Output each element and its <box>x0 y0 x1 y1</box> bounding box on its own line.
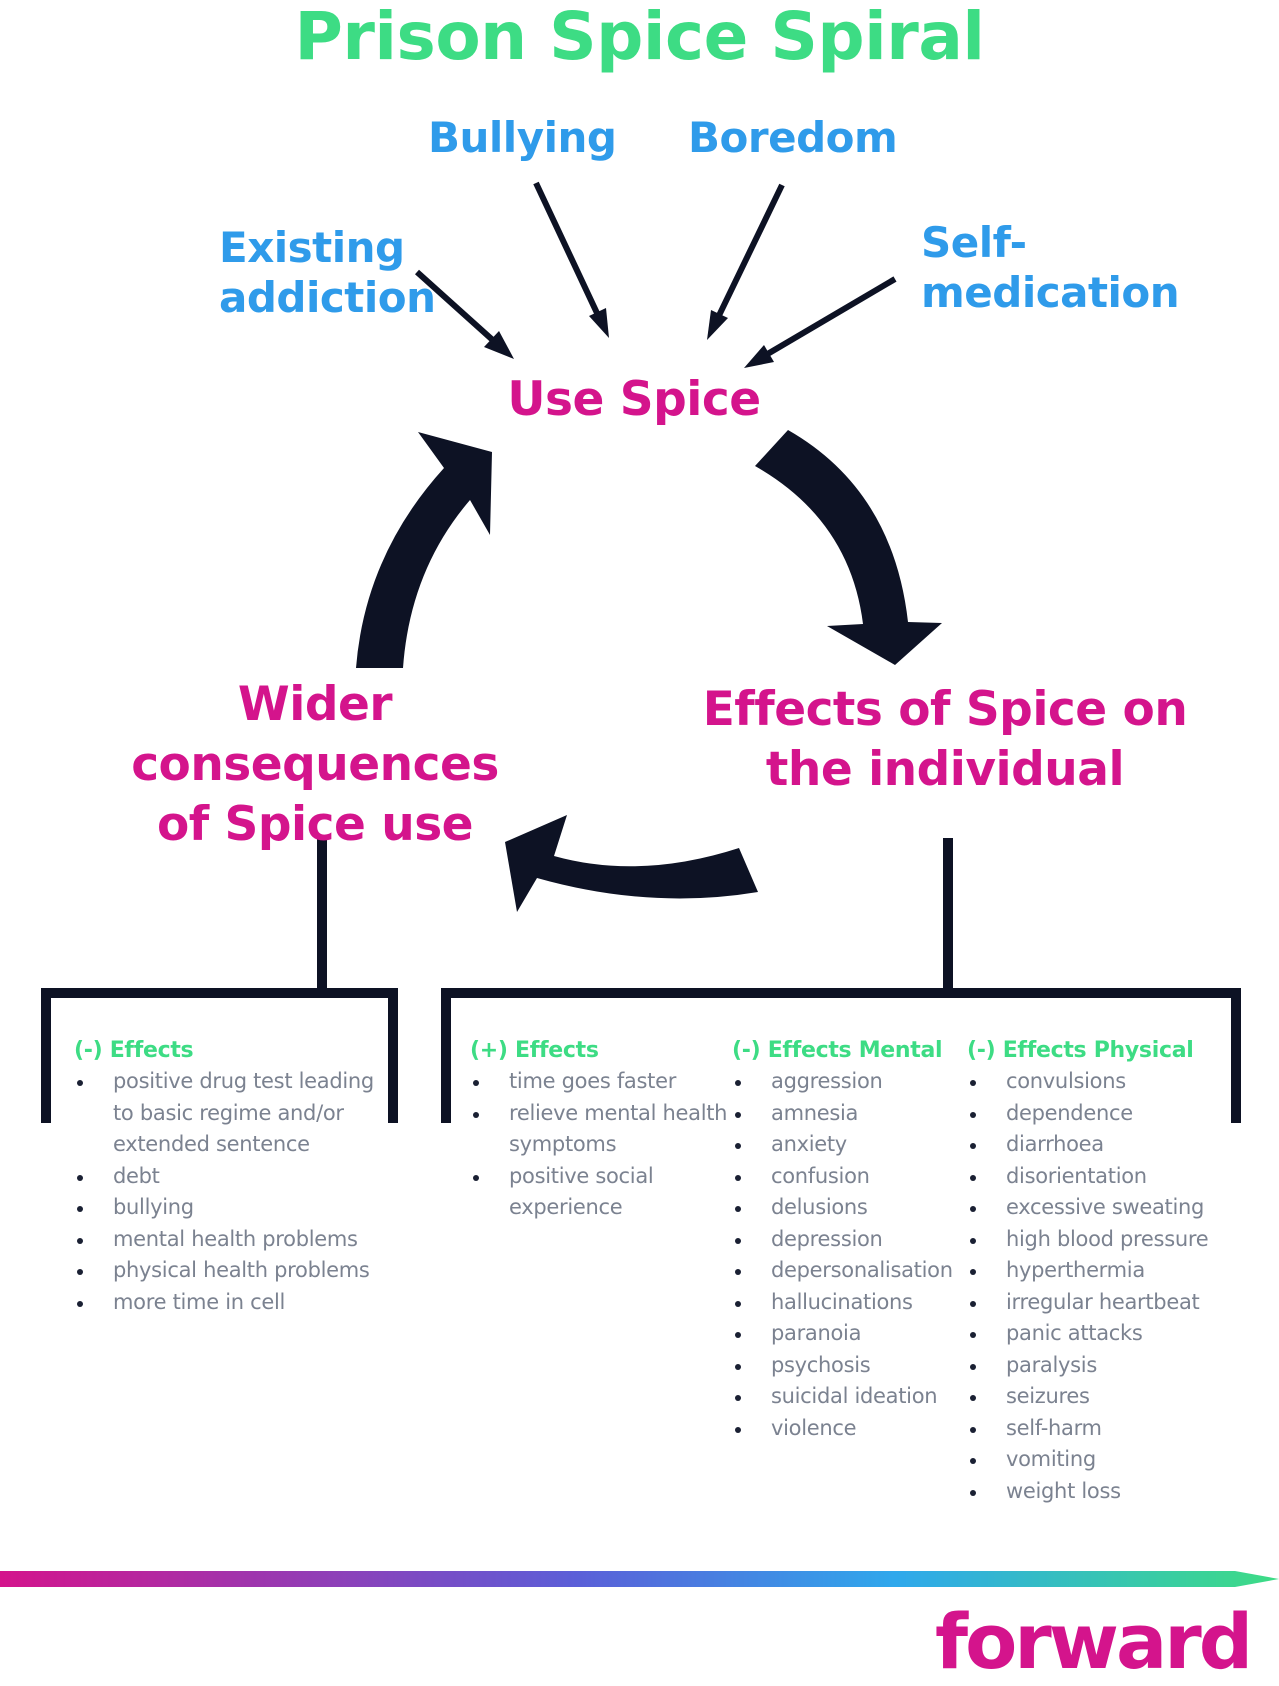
effect-item: bullying <box>74 1192 384 1224</box>
effect-item: paranoia <box>732 1318 962 1350</box>
cycle-arrows <box>356 430 942 912</box>
arrow-effects-to-wider <box>505 815 758 912</box>
effect-item: high blood pressure <box>967 1224 1237 1256</box>
effect-item: psychosis <box>732 1350 962 1382</box>
effect-item: confusion <box>732 1161 962 1193</box>
effect-item: hallucinations <box>732 1287 962 1319</box>
driver-boredom-label: Boredom <box>688 113 898 162</box>
effect-item: dependence <box>967 1098 1237 1130</box>
effect-item: panic attacks <box>967 1318 1237 1350</box>
effect-item: mental health problems <box>74 1224 384 1256</box>
effect-item: depression <box>732 1224 962 1256</box>
effect-item: diarrhoea <box>967 1129 1237 1161</box>
effect-item: self-harm <box>967 1413 1237 1445</box>
arrow-boredom <box>709 183 785 332</box>
effect-item: suicidal ideation <box>732 1381 962 1413</box>
wider-effects-panel: (-) Effects positive drug test leading t… <box>74 1036 384 1318</box>
driver-arrowheads <box>484 308 774 368</box>
stage-wider-line1: Wider consequences <box>131 677 499 792</box>
driver-arrows <box>414 181 897 365</box>
effect-item: vomiting <box>967 1444 1237 1476</box>
driver-existing-addiction-line1: Existing <box>219 223 405 272</box>
forward-logo: forward <box>935 1597 1253 1686</box>
effect-item: positive drug test leading to basic regi… <box>74 1066 384 1161</box>
bottom-gradient-bar <box>0 1571 1279 1587</box>
effect-item: amnesia <box>732 1098 962 1130</box>
stage-effects-line1: Effects of Spice on <box>702 682 1188 737</box>
effect-item: paralysis <box>967 1350 1237 1382</box>
driver-self-medication-line2: medication <box>921 268 1180 317</box>
stage-wider-line2: of Spice use <box>156 797 474 852</box>
effect-item: time goes faster <box>470 1066 728 1098</box>
effect-item: convulsions <box>967 1066 1237 1098</box>
arrow-wider-to-use <box>356 432 492 668</box>
effect-item: anxiety <box>732 1129 962 1161</box>
positive-effects-heading: (+) Effects <box>470 1038 599 1063</box>
effect-item: more time in cell <box>74 1287 384 1319</box>
effect-item: seizures <box>967 1381 1237 1413</box>
arrow-self-medication <box>752 276 897 365</box>
stage-use-spice: Use Spice <box>434 370 834 430</box>
effect-item: relieve mental health symptoms <box>470 1098 728 1161</box>
driver-self-medication-line1: Self- <box>921 218 1027 267</box>
stage-use-spice-label: Use Spice <box>507 372 761 427</box>
arrow-use-to-effects <box>755 430 942 665</box>
effect-item: excessive sweating <box>967 1192 1237 1224</box>
forward-logo-text: forward <box>935 1597 1253 1686</box>
effect-item: weight loss <box>967 1476 1237 1508</box>
effect-item: physical health problems <box>74 1255 384 1287</box>
stage-effects-individual: Effects of Spice on the individual <box>690 680 1200 800</box>
stage-effects-line2: the individual <box>765 742 1125 797</box>
page-title: Prison Spice Spiral <box>294 0 985 75</box>
stage-wider-consequences: Wider consequences of Spice use <box>50 675 580 855</box>
effect-item: irregular heartbeat <box>967 1287 1237 1319</box>
effect-item: hyperthermia <box>967 1255 1237 1287</box>
effect-item: delusions <box>732 1192 962 1224</box>
wider-effects-list: positive drug test leading to basic regi… <box>74 1066 384 1318</box>
effect-item: violence <box>732 1413 962 1445</box>
effect-item: depersonalisation <box>732 1255 962 1287</box>
wider-effects-heading: (-) Effects <box>74 1038 194 1063</box>
effect-item: debt <box>74 1161 384 1193</box>
arrow-existing-addiction <box>414 269 509 355</box>
brackets <box>41 838 1241 1123</box>
driver-bullying: Bullying <box>428 113 617 163</box>
driver-existing-addiction: Existing addiction <box>219 223 436 323</box>
driver-boredom: Boredom <box>688 113 898 163</box>
driver-existing-addiction-line2: addiction <box>219 273 436 322</box>
driver-bullying-label: Bullying <box>428 113 617 162</box>
arrow-bullying <box>533 181 607 330</box>
driver-self-medication: Self- medication <box>921 218 1180 318</box>
effect-item: disorientation <box>967 1161 1237 1193</box>
physical-effects-heading: (-) Effects Physical <box>967 1038 1194 1063</box>
mental-effects-heading: (-) Effects Mental <box>732 1038 943 1063</box>
effect-item: positive social experience <box>470 1161 728 1224</box>
effect-item: aggression <box>732 1066 962 1098</box>
